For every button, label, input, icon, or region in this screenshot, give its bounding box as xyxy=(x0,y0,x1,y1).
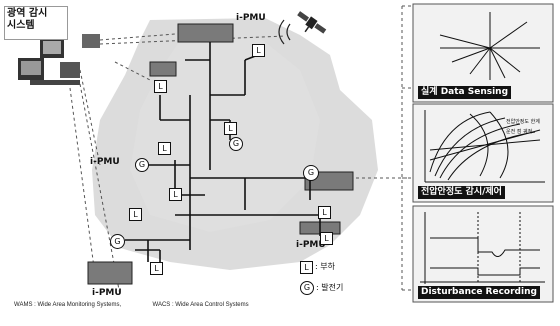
load-node: L xyxy=(150,262,163,275)
generator-node: G xyxy=(110,234,125,249)
legend-load-swatch: L xyxy=(300,261,313,274)
pmu-label: i-PMU xyxy=(236,13,266,23)
load-node: L xyxy=(154,80,167,93)
pmu-label: i-PMU xyxy=(90,157,120,167)
legend-generator-swatch: G xyxy=(300,281,314,295)
footer-definitions: WAMS : Wide Area Monitoring Systems, WAC… xyxy=(14,302,249,308)
monitoring-station-icon xyxy=(18,34,100,85)
stability-curves xyxy=(424,110,545,183)
stability-annotation: 운전 점 궤적 xyxy=(506,129,533,135)
pmu-label: i-PMU xyxy=(296,240,326,250)
title-line-2: 시스템 xyxy=(7,20,35,31)
load-node: L xyxy=(252,44,265,57)
legend-load-text: : 부하 xyxy=(315,262,335,271)
load-node: L xyxy=(158,142,171,155)
generator-node: G xyxy=(135,158,149,172)
load-node: L xyxy=(318,206,331,219)
stability-annotation: 전압안정도 한계 xyxy=(506,119,540,125)
panel-label-voltage-stability: 전압안정도 감시/제어 xyxy=(418,186,505,199)
footer-wams: WAMS : Wide Area Monitoring Systems, xyxy=(14,302,122,308)
disturbance-traces xyxy=(420,212,545,284)
load-node: L xyxy=(129,208,142,221)
title-line-1: 광역 감시 xyxy=(7,8,48,19)
load-node: L xyxy=(224,122,237,135)
footer-wacs: WACS : Wide Area Control Systems xyxy=(152,302,249,308)
satellite-signal-icon xyxy=(278,19,291,45)
panel-label-disturbance-recording: Disturbance Recording xyxy=(418,286,540,299)
generator-node: G xyxy=(229,137,243,151)
generator-node: G xyxy=(303,165,319,181)
satellite-icon xyxy=(297,11,327,34)
pmu-label: i-PMU xyxy=(92,288,122,298)
panel-label-data-sensing: 실계 Data Sensing xyxy=(418,86,512,99)
title-box: 광역 감시 시스템 xyxy=(4,6,68,40)
map-region-light xyxy=(130,38,320,232)
load-node: L xyxy=(169,188,182,201)
load-node: L xyxy=(320,232,333,245)
legend-generator-text: : 발전기 xyxy=(316,283,344,292)
phasor-diagram xyxy=(439,12,540,80)
